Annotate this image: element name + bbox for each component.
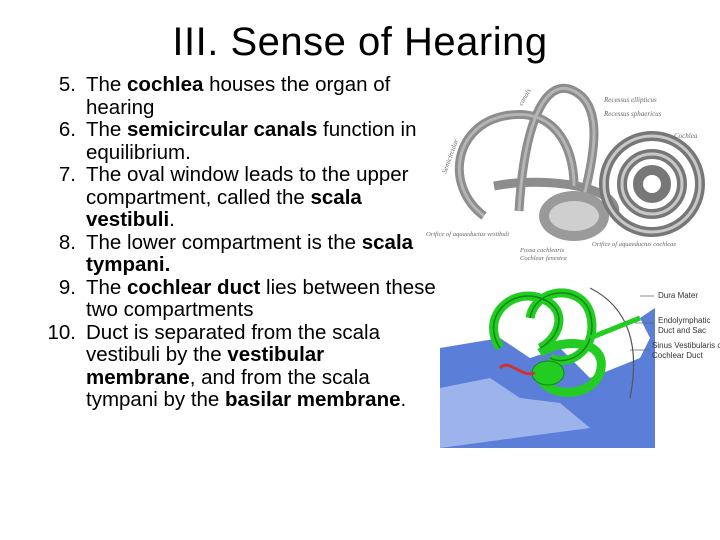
label-orifice-aq-vestibuli: Orifice of aquaeductus vestibuli [426, 231, 509, 238]
bold-term: cochlea [127, 73, 204, 96]
label-endolymphatic-2: Duct and Sac [658, 326, 706, 335]
bold-term: scala tympani. [86, 230, 414, 276]
label-orifice-aq-cochleae: Orifice of aquaeductus cochleae [592, 241, 676, 248]
bold-term: vestibular membrane [86, 343, 325, 389]
list-item-number: 8. [58, 230, 76, 254]
text-run: The [86, 275, 128, 299]
list-item-text: The lower compartment is the scala tympa… [86, 230, 438, 277]
list-item-number: 10. [47, 320, 77, 344]
text-run: , and from the scala tympani by the [86, 365, 370, 411]
label-endolymphatic-1: Endolymphatic [658, 316, 710, 325]
text-run: . [169, 208, 175, 231]
text-run: The [86, 73, 128, 96]
list-item: 5. The cochlea houses the organ of hearin… [18, 73, 438, 119]
label-vestibularis-1: Sinus Vestibularis of [652, 341, 720, 350]
bullet-list: 5. The cochlea houses the organ of hearin… [18, 73, 438, 412]
list-item-text: Duct is separated from the scala vestibu… [86, 320, 438, 412]
text-run: . [400, 388, 407, 411]
text-run: The oval window leads to the upper compa… [86, 163, 409, 209]
text-run: function in equilibrium. [86, 118, 417, 164]
list-item: 9. The cochlear duct lies between these t… [18, 275, 438, 322]
label-cochlear-fenestra: Cochlear fenestra [520, 255, 567, 262]
list-item: 8. The lower compartment is the scala tym… [18, 230, 438, 277]
bold-term: cochlear duct [127, 275, 261, 299]
list-item: 6. The semicircular canals function in eq… [18, 118, 438, 164]
list-item-number: 7. [58, 163, 76, 186]
text-run: lies between these two compartments [86, 275, 436, 321]
list-item: 7. The oval window leads to the upper com… [18, 163, 438, 232]
bold-term: scala vestibuli [86, 185, 362, 231]
bold-term: basilar membrane [225, 388, 401, 411]
list-item: 10. Duct is separated from the scala vest… [18, 320, 438, 412]
membranous-labyrinth-diagram: Dura Mater Endolymphatic Duct and Sac Si… [440, 278, 720, 448]
list-item-text: The oval window leads to the upper compa… [86, 163, 438, 232]
label-fossa-cochlearis: Fossa cochlearis [519, 247, 565, 254]
list-item-number: 6. [58, 118, 76, 141]
label-recessus-sphaericus: Recessus sphaericus [603, 110, 662, 118]
bony-labyrinth-illustration: Recessus ellipticus Recessus sphaericus … [424, 66, 714, 266]
list-item-number: 9. [58, 275, 76, 299]
text-run: Duct is separated from the scala vestibu… [86, 320, 380, 366]
list-item-text: The cochlea houses the organ of hearing [86, 73, 438, 119]
text-run: The [86, 118, 128, 141]
list-item-text: The cochlear duct lies between these two… [86, 275, 438, 322]
slide-title: III. Sense of Hearing [172, 20, 548, 64]
label-vestibularis-2: Cochlear Duct [652, 351, 703, 360]
bold-term: semicircular canals [127, 118, 318, 141]
label-dura-mater: Dura Mater [658, 291, 698, 300]
text-run: The lower compartment is the [86, 230, 362, 254]
list-item-number: 5. [58, 73, 76, 96]
label-cochlea: Cochlea [674, 132, 698, 140]
label-recessus-ellipticus: Recessus ellipticus [603, 96, 657, 104]
text-run: houses the organ of hearing [86, 73, 391, 119]
list-item-text: The semicircular canals function in equi… [86, 118, 438, 164]
